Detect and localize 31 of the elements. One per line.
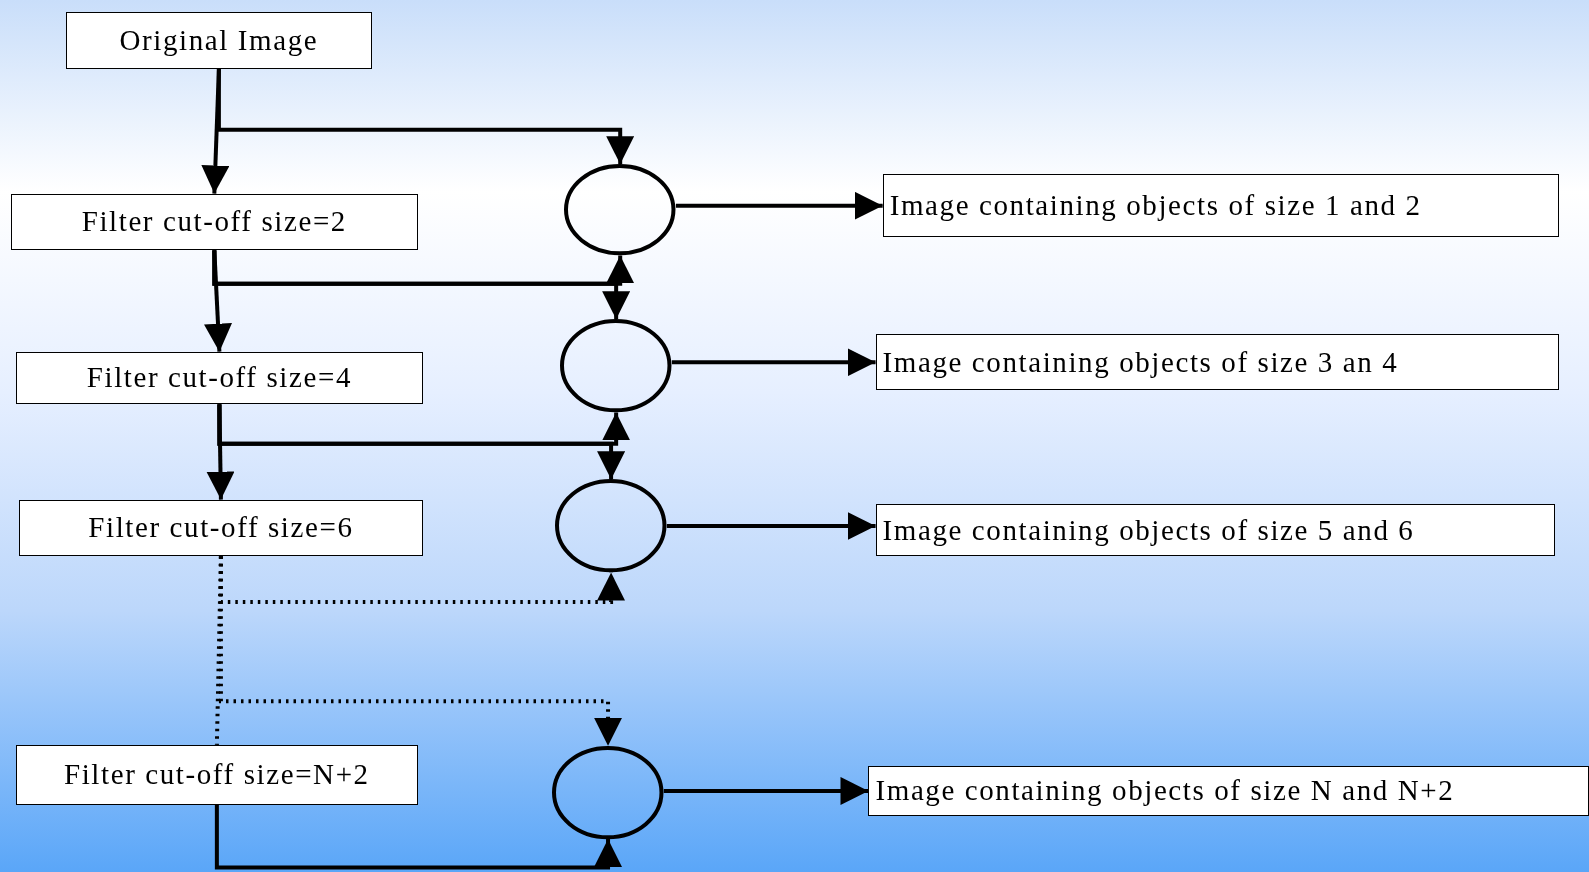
output-box	[875, 334, 1559, 391]
arrow	[214, 804, 623, 870]
junction-circle	[552, 745, 664, 840]
arrow	[212, 250, 631, 320]
box-label: Image containing objects of size N and N+2	[875, 774, 1455, 808]
process-box	[11, 193, 418, 251]
box-label: Image containing objects of size 5 and 6	[882, 513, 1415, 547]
junction-circle	[560, 319, 672, 413]
junction-circle	[564, 164, 676, 256]
arrow	[216, 68, 635, 165]
box-label: Filter cut-off size=4	[86, 361, 352, 395]
output-box	[882, 174, 1559, 238]
output-box	[875, 503, 1555, 557]
process-box	[16, 351, 423, 405]
process-box	[65, 12, 372, 69]
box-label: Filter cut-off size=6	[88, 511, 354, 545]
arrow	[666, 511, 876, 540]
arrow	[675, 191, 883, 220]
box-label: Filter cut-off size=2	[81, 205, 347, 239]
box-label: Image containing objects of size 1 and 2	[889, 189, 1422, 223]
box-label: Filter cut-off size=N+2	[63, 758, 370, 792]
box-label: Original Image	[119, 24, 319, 58]
dotted-connector	[218, 556, 623, 746]
arrow	[217, 404, 626, 480]
box-label: Image containing objects of size 3 an 4	[882, 345, 1399, 379]
arrow	[663, 776, 869, 805]
junction-circle	[555, 479, 667, 573]
arrow	[671, 348, 876, 377]
process-box	[19, 499, 423, 557]
process-box	[16, 744, 418, 805]
output-box	[868, 766, 1589, 816]
